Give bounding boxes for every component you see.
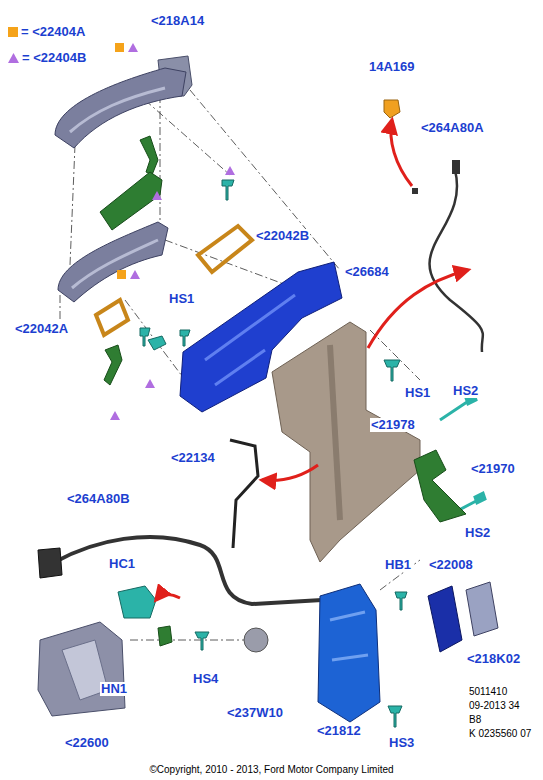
rod xyxy=(230,440,258,548)
reference-arrow xyxy=(156,120,468,600)
callout-number: HN1 xyxy=(100,682,128,696)
callout-number: <21970 xyxy=(470,462,516,476)
callout-number: HC1 xyxy=(108,557,136,571)
screw xyxy=(180,330,190,346)
callout-number: HB1 xyxy=(384,558,412,572)
gasket xyxy=(96,300,128,335)
cable xyxy=(55,537,322,604)
callout-number: HS1 xyxy=(168,292,195,306)
drawing-reference: 5011410 xyxy=(468,686,508,697)
legend-swatch xyxy=(8,27,18,37)
callout-number: <22008 xyxy=(428,558,474,572)
callout-number: <22134 xyxy=(170,451,216,465)
screw xyxy=(384,360,400,381)
connector xyxy=(38,548,62,578)
callout-number: <264A80B xyxy=(66,492,131,506)
callout-number: 14A169 xyxy=(368,60,416,74)
clip xyxy=(118,586,156,618)
drawing-reference: 09-2013 34 xyxy=(468,700,521,711)
copyright-note: ©Copyright, 2010 - 2013, Ford Motor Comp… xyxy=(148,764,394,775)
clip xyxy=(384,100,400,118)
outer-handle xyxy=(58,222,168,302)
callout-number: <26684 xyxy=(344,265,390,279)
drawing-reference: B8 xyxy=(468,714,482,725)
callout-number: <218K02 xyxy=(466,652,521,666)
callout-number: <22042A xyxy=(14,322,69,336)
callout-number: HS4 xyxy=(192,672,219,686)
legend-entry: = <22404B xyxy=(8,50,86,65)
callout-number: <21978 xyxy=(370,418,416,432)
callout-number: HS2 xyxy=(464,526,491,540)
legend-entry: = <22404A xyxy=(8,24,85,39)
callout-number: <22042B xyxy=(255,229,310,243)
inner-handle xyxy=(38,622,125,716)
callout-number: HS1 xyxy=(404,386,431,400)
plate xyxy=(466,582,498,636)
callout-number: <21812 xyxy=(316,724,362,738)
drawing-reference: K 0235560 07 xyxy=(468,728,532,739)
seal-strip xyxy=(100,172,162,230)
assembly-line xyxy=(60,90,420,640)
inner-panel xyxy=(272,322,420,562)
legend-text: = <22404B xyxy=(22,50,86,65)
legend-triangle xyxy=(8,53,19,63)
marker-symbols xyxy=(110,43,235,420)
bracket xyxy=(140,136,158,175)
legend-text: = <22404A xyxy=(21,24,85,39)
callout-number: <218A14 xyxy=(150,14,205,28)
bracket xyxy=(414,450,466,522)
callout-number: <22600 xyxy=(64,736,110,750)
callout-number: HS2 xyxy=(452,384,479,398)
cable xyxy=(430,170,483,352)
callout-number: HS3 xyxy=(388,736,415,750)
gasket xyxy=(198,226,252,272)
callout-number: <264A80A xyxy=(420,121,485,135)
outer-handle xyxy=(55,68,186,148)
latch xyxy=(318,584,380,722)
callout-number: <237W10 xyxy=(226,706,284,720)
screw xyxy=(222,180,234,200)
striker xyxy=(428,586,462,652)
